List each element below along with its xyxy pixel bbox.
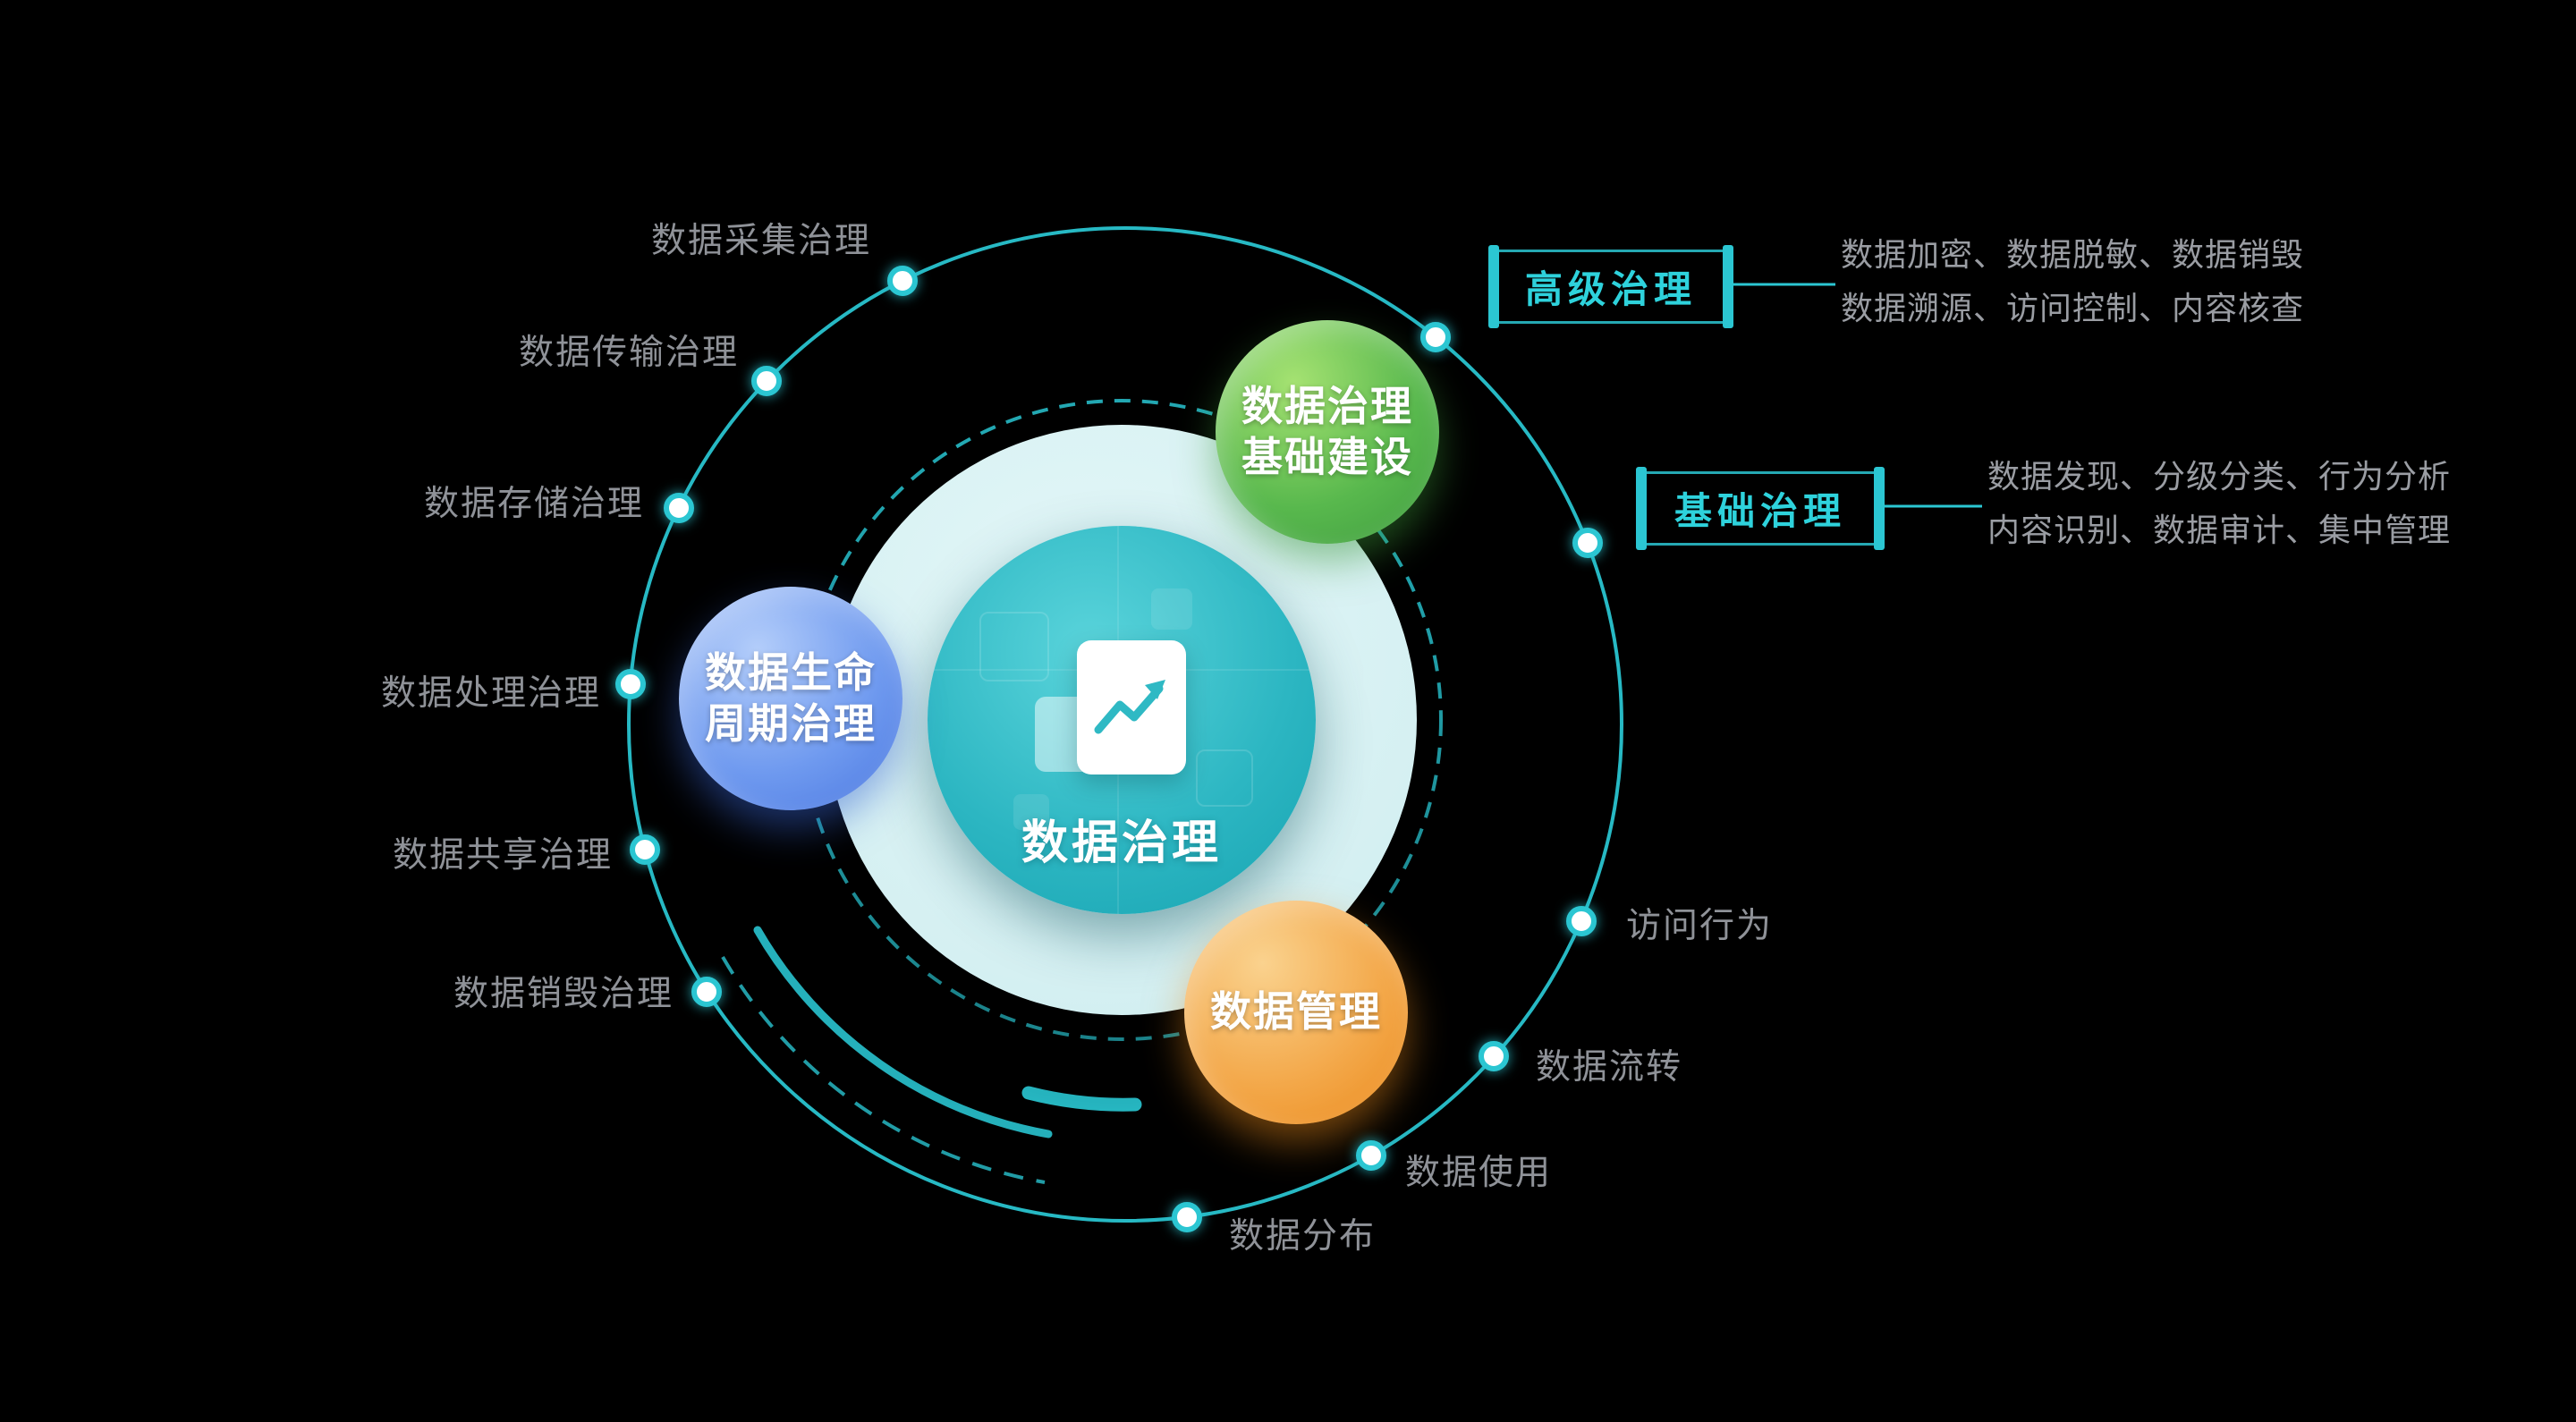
ring-label-data-collection: 数据采集治理	[650, 222, 871, 260]
circuit-decor	[1196, 749, 1253, 807]
circuit-decor	[979, 612, 1049, 681]
circuit-decor	[1013, 794, 1049, 830]
trend-line-icon	[1094, 680, 1165, 734]
outer-ring	[627, 226, 1623, 1223]
ring-dot	[1572, 528, 1603, 558]
callout-title-text: 高级治理	[1524, 268, 1697, 310]
ring-dot	[1566, 906, 1597, 936]
bubble-data-management: 数据管理	[1184, 901, 1408, 1124]
callout-desc-line: 数据溯源、访问控制、内容核查	[1841, 290, 2305, 326]
ring-dot	[1479, 1041, 1509, 1071]
callout-title-text: 基础治理	[1674, 490, 1846, 532]
dashed-arc-bottom-left	[721, 955, 1046, 1184]
center-title: 数据治理	[1021, 817, 1222, 869]
ring-dot	[1356, 1140, 1386, 1171]
ring-dot	[1420, 322, 1451, 352]
swoosh-arc-thin	[753, 926, 1053, 1138]
callout-title-advanced-governance: 高级治理	[1488, 245, 1733, 328]
bubble-label-line: 数据管理	[1210, 988, 1382, 1036]
ring-label-data-distribution: 数据分布	[1229, 1217, 1377, 1256]
ring-label-access-behavior: 访问行为	[1626, 907, 1774, 945]
ring-label-data-flow: 数据流转	[1536, 1048, 1683, 1087]
ring-dot	[615, 669, 646, 699]
ring-label-data-processing: 数据处理治理	[380, 674, 601, 713]
ring-label-data-storage: 数据存储治理	[423, 485, 644, 523]
callout-desc-line: 数据发现、分级分类、行为分析	[1987, 458, 2452, 495]
ring-label-data-sharing: 数据共享治理	[392, 836, 613, 875]
callout-title-basic-governance: 基础治理	[1636, 467, 1885, 550]
callout-desc-line: 内容识别、数据审计、集中管理	[1987, 512, 2452, 548]
ring-dot	[887, 266, 918, 296]
callout-desc-basic-governance: 数据发现、分级分类、行为分析 内容识别、数据审计、集中管理	[1987, 450, 2451, 557]
ring-dot	[664, 493, 694, 523]
icon-card	[1077, 640, 1186, 774]
bubble-data-lifecycle-governance: 数据生命 周期治理	[679, 587, 902, 810]
bubble-data-governance-infrastructure: 数据治理 基础建设	[1216, 320, 1439, 544]
ring-dot	[630, 834, 660, 865]
ring-dot	[691, 977, 722, 1007]
bubble-label-line: 数据生命	[705, 648, 877, 696]
ring-dot	[751, 366, 782, 396]
ring-label-data-usage: 数据使用	[1405, 1154, 1553, 1192]
swoosh-arc-thick	[1021, 1086, 1142, 1112]
callout-desc-line: 数据加密、数据脱敏、数据销毁	[1841, 236, 2305, 273]
bubble-label-line: 数据治理	[1241, 382, 1413, 429]
ring-dot	[1172, 1202, 1202, 1232]
callout-desc-advanced-governance: 数据加密、数据脱敏、数据销毁 数据溯源、访问控制、内容核查	[1841, 228, 2304, 335]
ring-label-data-transmission: 数据传输治理	[518, 334, 739, 372]
bubble-label-line: 周期治理	[705, 700, 877, 747]
circuit-decor	[1151, 588, 1192, 630]
document-chart-icon	[1029, 626, 1252, 787]
bubble-label-line: 基础建设	[1241, 434, 1413, 480]
ring-label-data-destruction: 数据销毁治理	[453, 975, 674, 1013]
